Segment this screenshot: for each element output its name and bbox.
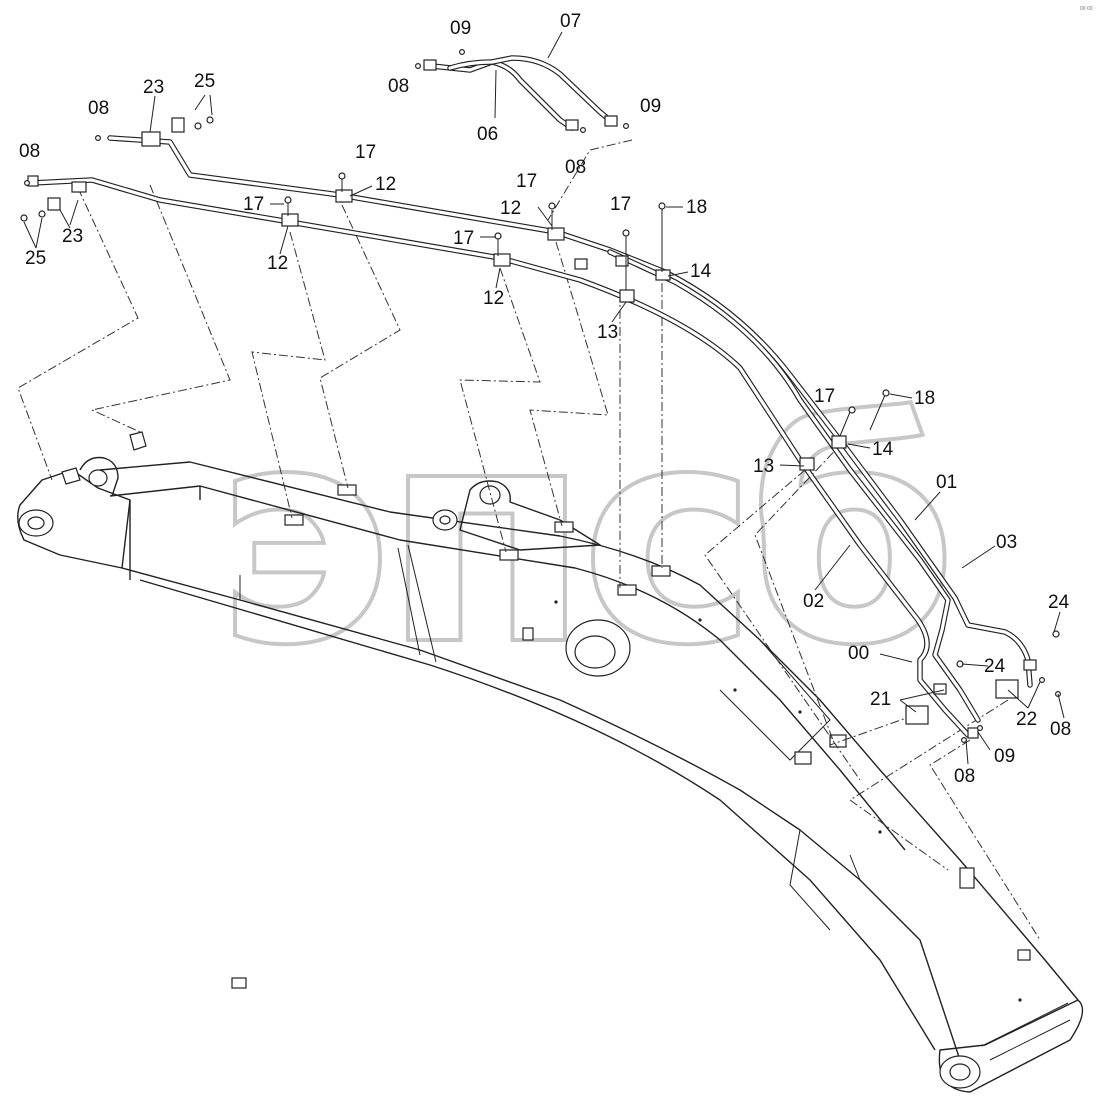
callout-18: 18 (686, 197, 707, 218)
callout-14: 14 (872, 439, 894, 460)
callout-12: 12 (500, 198, 521, 219)
corner-mark: 00 00 (1080, 6, 1093, 12)
callout-08: 08 (388, 76, 409, 97)
callout-13: 13 (597, 322, 618, 343)
callout-09: 09 (640, 96, 661, 117)
callout-08: 08 (954, 766, 975, 787)
callout-17: 17 (814, 386, 835, 407)
callout-23: 23 (62, 226, 83, 247)
assembly-dash-lines (17, 139, 1041, 941)
callout-24: 24 (984, 656, 1006, 677)
callout-08: 08 (1050, 719, 1071, 740)
callout-06: 06 (477, 124, 498, 145)
callout-03: 03 (996, 532, 1017, 553)
callout-08: 08 (565, 157, 586, 178)
callout-25: 25 (25, 248, 46, 269)
callout-09: 09 (450, 18, 471, 39)
callout-24: 24 (1048, 592, 1070, 613)
callout-02: 02 (803, 591, 824, 612)
callout-08: 08 (88, 98, 109, 119)
callout-25: 25 (194, 71, 215, 92)
callout-12: 12 (375, 174, 396, 195)
callout-12: 12 (267, 253, 288, 274)
clamps-and-bolts (20, 48, 1061, 743)
hydraulic-lines (27, 55, 1037, 739)
callout-09: 09 (994, 746, 1015, 767)
callout-17: 17 (355, 142, 376, 163)
callout-17: 17 (243, 194, 264, 215)
boom-body (17, 431, 1084, 1093)
callout-21: 21 (870, 689, 891, 710)
callout-13: 13 (753, 456, 774, 477)
callout-07: 07 (560, 11, 581, 32)
callout-17: 17 (610, 194, 631, 215)
callout-14: 14 (690, 261, 712, 282)
callout-00: 00 (848, 643, 869, 664)
callout-22: 22 (1016, 709, 1037, 730)
callout-leaders (23, 31, 1065, 765)
callout-01: 01 (936, 472, 957, 493)
callout-labels: 07 09 08 06 09 08 23 25 08 08 23 25 17 1… (19, 6, 1093, 787)
callout-17: 17 (516, 171, 537, 192)
callout-17: 17 (453, 228, 474, 249)
callout-23: 23 (143, 77, 164, 98)
callout-08: 08 (19, 141, 40, 162)
callout-12: 12 (483, 288, 504, 309)
callout-18: 18 (914, 388, 935, 409)
